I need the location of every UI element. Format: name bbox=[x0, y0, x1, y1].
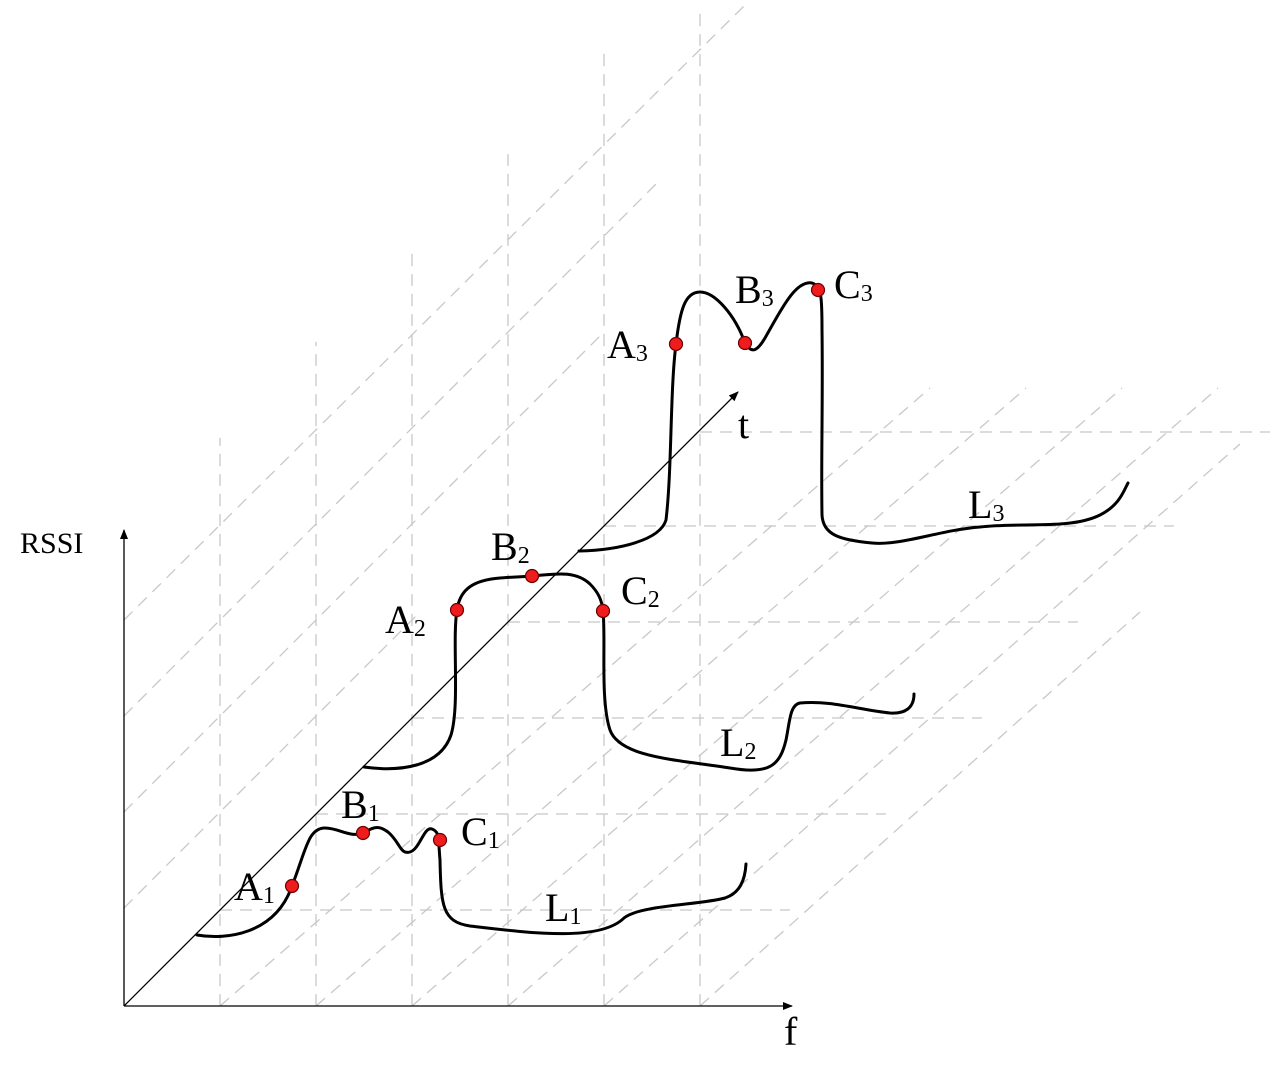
trace-3-point-c bbox=[810, 282, 826, 298]
trace-1-point-a bbox=[284, 878, 300, 894]
trace-2-line-label: L2 bbox=[720, 720, 756, 765]
trace-3-label-c: C3 bbox=[834, 262, 873, 307]
trace-3-point-b bbox=[737, 335, 753, 351]
grid-diagonal bbox=[411, 387, 1123, 1007]
trace-2-point-b bbox=[524, 568, 540, 584]
trace-3-curve bbox=[577, 281, 1130, 553]
trace-2-label-b: B2 bbox=[491, 524, 530, 569]
trace-1-label-b: B1 bbox=[341, 782, 380, 827]
grid-diagonal bbox=[123, 611, 421, 909]
trace-1-point-b bbox=[355, 825, 371, 841]
trace-1-point-c bbox=[432, 832, 448, 848]
trace-3-label-a: A3 bbox=[607, 322, 648, 367]
trace-2-point-c bbox=[595, 603, 611, 619]
grid-diagonal bbox=[123, 179, 661, 717]
trace-2-point-a bbox=[449, 602, 465, 618]
trace-1-label-a: A1 bbox=[234, 864, 275, 909]
grid-diagonal bbox=[315, 387, 1027, 1007]
grid-diagonal bbox=[699, 611, 1141, 1007]
trace-2: A2 B2 C2 L2 bbox=[362, 524, 916, 772]
trace-1: A1 B1 C1 L1 bbox=[195, 782, 748, 939]
time-axis-label: t bbox=[738, 402, 749, 447]
trace-3-point-a bbox=[668, 336, 684, 352]
trace-2-label-a: A2 bbox=[385, 597, 426, 642]
trace-1-line-label: L1 bbox=[545, 885, 581, 930]
grid-diagonal bbox=[123, 335, 601, 813]
time-axis bbox=[123, 391, 739, 1007]
trace-1-curve bbox=[195, 826, 748, 939]
axes: RSSI f t bbox=[20, 391, 798, 1054]
grid bbox=[123, 5, 1270, 1007]
trace-3-line-label: L3 bbox=[968, 482, 1004, 527]
grid-diagonal bbox=[603, 443, 1241, 1007]
frequency-axis-label: f bbox=[784, 1009, 798, 1054]
trace-2-label-c: C2 bbox=[621, 568, 660, 613]
rssi-axis-label: RSSI bbox=[20, 527, 83, 560]
grid-diagonal bbox=[123, 5, 745, 621]
trace-1-label-c: C1 bbox=[461, 809, 500, 854]
trace-3: A3 B3 C3 L3 bbox=[577, 262, 1130, 553]
trace-3-label-b: B3 bbox=[735, 267, 774, 312]
grid-diagonal bbox=[219, 387, 931, 1007]
grid-diagonal bbox=[507, 387, 1219, 1007]
